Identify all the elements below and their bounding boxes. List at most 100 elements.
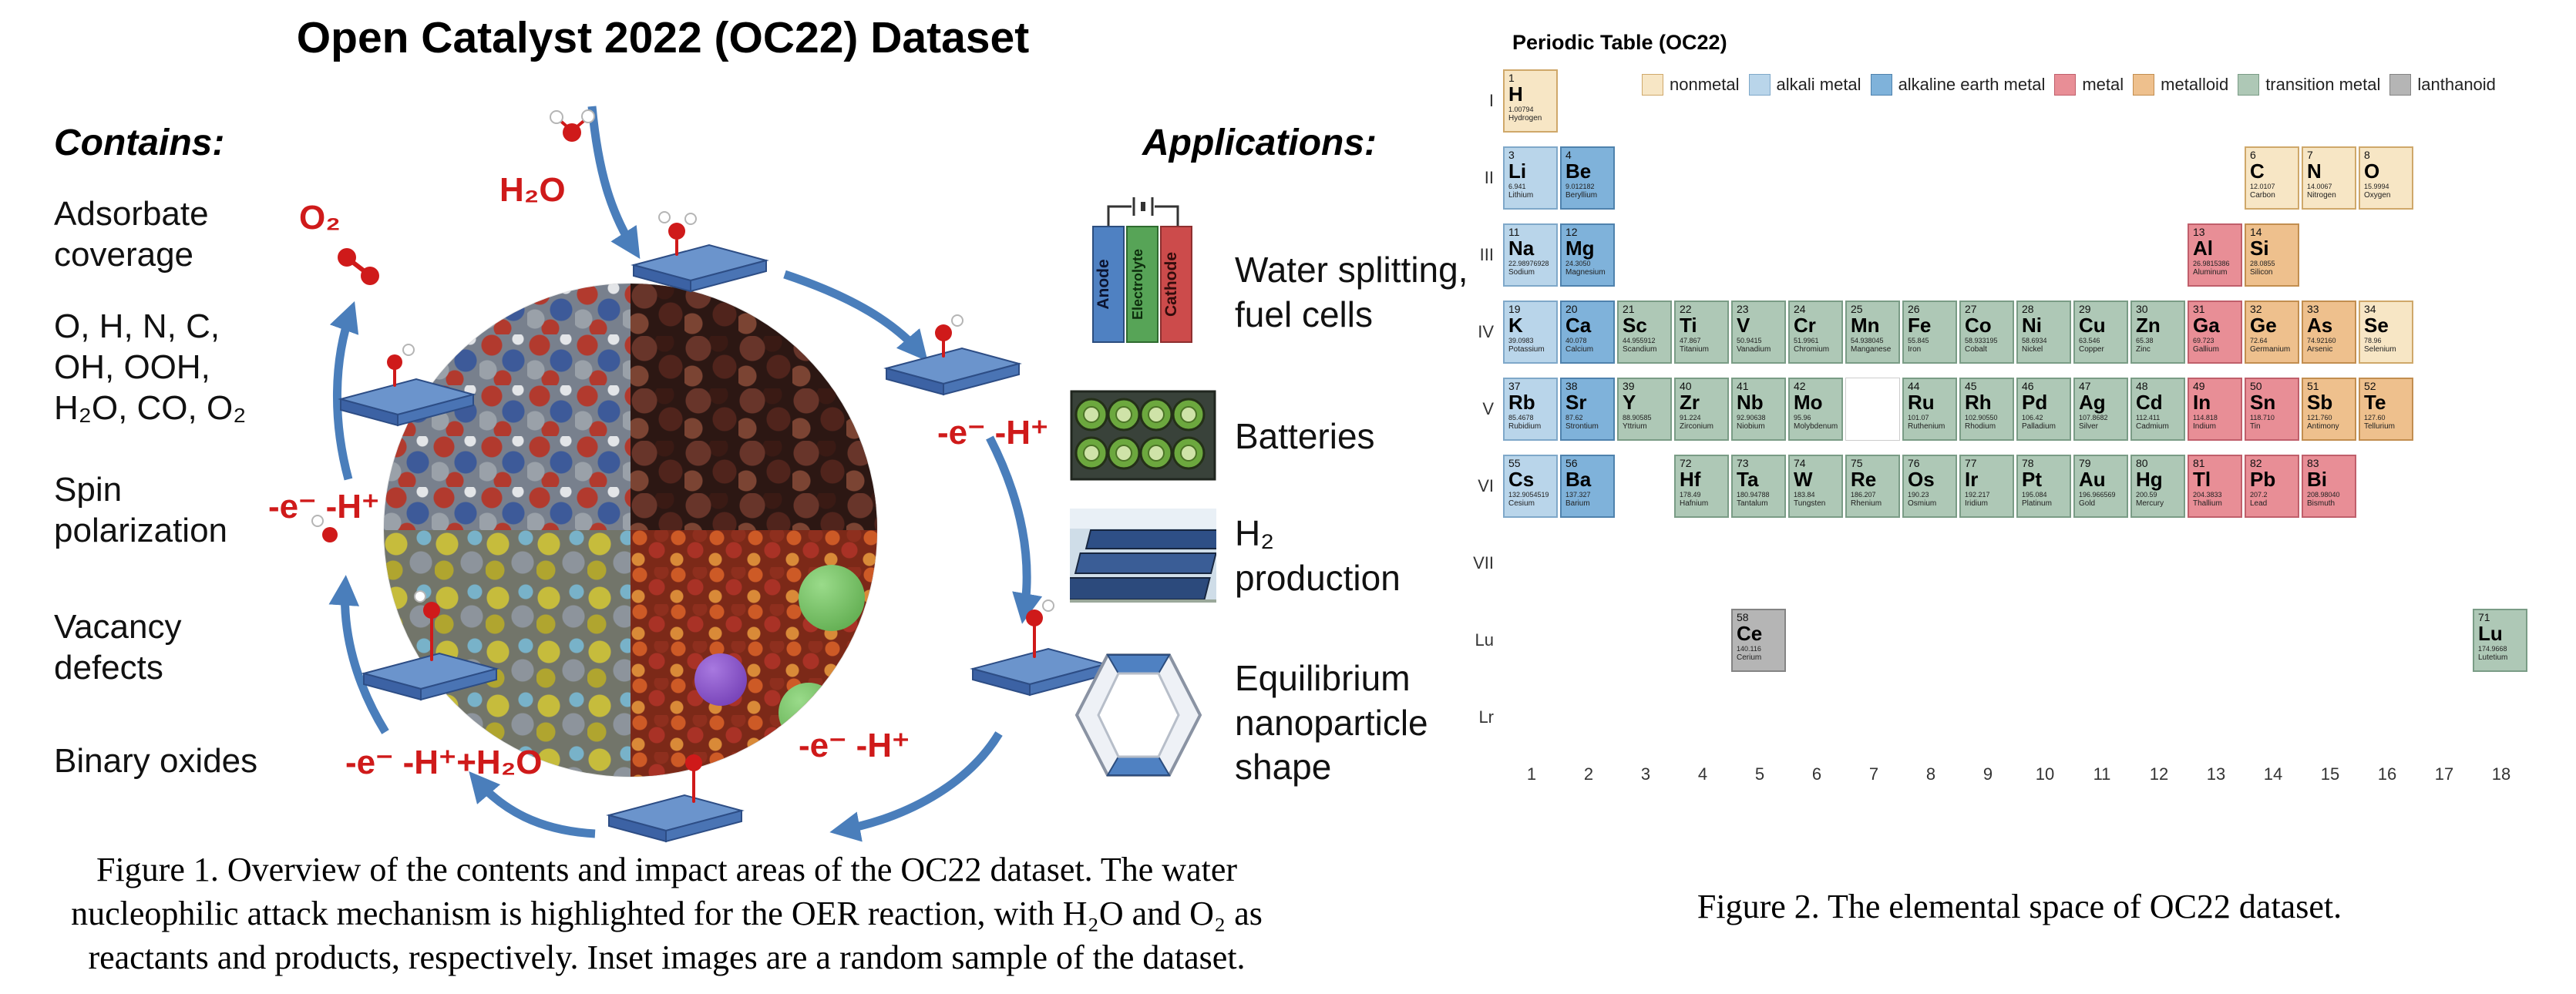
element-name: Barium [1565, 499, 1590, 509]
period-row-label: I [1488, 91, 1494, 110]
element-number: 55 [1508, 457, 1521, 469]
element-name: Tantalum [1737, 499, 1768, 509]
element-number: 83 [2307, 457, 2319, 469]
legend-item-lanthanoid: lanthanoid [2389, 74, 2496, 96]
element-symbol: Y [1623, 391, 1636, 415]
element-cell-empty [1845, 378, 1900, 441]
contains-item: Spin polarization [54, 471, 228, 549]
element-name: Carbon [2250, 191, 2275, 200]
element-mass: 190.23 [1908, 490, 1929, 499]
element-name: Mercury [2136, 499, 2164, 509]
group-column-label: 13 [2206, 764, 2226, 784]
element-mass: 87.62 [1565, 413, 1583, 421]
element-name: Hafnium [1680, 499, 1709, 509]
element-name: Scandium [1623, 345, 1657, 354]
element-mass: 22.98976928 [1508, 259, 1549, 267]
element-number: 1 [1508, 72, 1515, 84]
element-symbol: Hg [2136, 468, 2163, 492]
group-column-label: 5 [1754, 764, 1765, 784]
element-number: 37 [1508, 380, 1521, 392]
element-symbol: Cd [2136, 391, 2163, 415]
dataset-sample-collage [384, 284, 877, 777]
element-symbol: O [2364, 160, 2380, 183]
application-label: Water splitting, fuel cells [1235, 250, 1468, 334]
application-label: H₂ production [1235, 513, 1401, 598]
element-mass: 106.42 [2022, 413, 2043, 421]
element-symbol: Fe [1908, 314, 1932, 337]
element-name: Zinc [2136, 345, 2151, 354]
legend-item-metalloid: metalloid [2133, 74, 2228, 96]
element-symbol: Be [1565, 160, 1592, 183]
element-mass: 192.217 [1965, 490, 1990, 499]
element-number: 32 [2250, 303, 2262, 315]
element-mass: 69.723 [2193, 336, 2214, 344]
cycle-step-label: -e⁻ -H⁺ [799, 727, 910, 764]
element-mass: 183.84 [1794, 490, 1815, 499]
element-number: 41 [1737, 380, 1749, 392]
element-name: Rhodium [1965, 422, 1996, 432]
element-symbol: Sb [2307, 391, 2333, 415]
element-mass: 207.2 [2250, 490, 2268, 499]
element-mass: 91.224 [1680, 413, 1701, 421]
element-name: Strontium [1565, 422, 1599, 432]
legend-item-nonmetal: nonmetal [1642, 74, 1740, 96]
element-symbol: Ir [1965, 468, 1979, 492]
element-number: 7 [2307, 149, 2313, 161]
group-column-label: 17 [2434, 764, 2454, 784]
element-name: Manganese [1851, 345, 1892, 354]
element-name: Germanium [2250, 345, 2291, 354]
element-number: 22 [1680, 303, 1692, 315]
element-name: Hydrogen [1508, 114, 1542, 123]
element-name: Potassium [1508, 345, 1545, 354]
element-name: Selenium [2364, 345, 2396, 354]
group-column-label: 11 [2093, 764, 2111, 784]
legend-swatch [2133, 74, 2155, 96]
element-symbol: Cs [1508, 468, 1535, 492]
element-number: 40 [1680, 380, 1692, 392]
group-column-label: 3 [1640, 764, 1651, 784]
element-symbol: Ce [1737, 622, 1763, 646]
period-row-label: II [1484, 168, 1494, 187]
element-number: 23 [1737, 303, 1749, 315]
element-number: 14 [2250, 226, 2262, 238]
element-name: Iron [1908, 345, 1922, 354]
element-symbol: Os [1908, 468, 1935, 492]
element-symbol: Ni [2022, 314, 2042, 337]
element-number: 82 [2250, 457, 2262, 469]
legend-swatch [1748, 74, 1771, 96]
element-mass: 26.9815386 [2193, 259, 2230, 267]
element-name: Cesium [1508, 499, 1535, 509]
element-mass: 44.955912 [1623, 336, 1656, 344]
element-symbol: Li [1508, 160, 1527, 183]
element-number: 48 [2136, 380, 2148, 392]
element-number: 29 [2079, 303, 2091, 315]
legend-label: transition metal [2265, 75, 2381, 94]
element-name: Ruthenium [1908, 422, 1945, 432]
element-number: 75 [1851, 457, 1863, 469]
cycle-step-label: -e⁻ -H⁺ [268, 488, 380, 526]
figure1-caption: Figure 1. Overview of the contents and i… [71, 851, 1263, 977]
element-symbol: C [2250, 160, 2265, 183]
element-number: 76 [1908, 457, 1920, 469]
element-mass: 85.4678 [1508, 413, 1534, 421]
element-number: 25 [1851, 303, 1863, 315]
group-column-label: 18 [2491, 764, 2511, 784]
element-number: 3 [1508, 149, 1515, 161]
element-name: Molybdenum [1794, 422, 1838, 432]
element-number: 39 [1623, 380, 1635, 392]
element-number: 27 [1965, 303, 1977, 315]
element-mass: 47.867 [1680, 336, 1701, 344]
group-column-label: 14 [2263, 764, 2283, 784]
element-number: 19 [1508, 303, 1521, 315]
